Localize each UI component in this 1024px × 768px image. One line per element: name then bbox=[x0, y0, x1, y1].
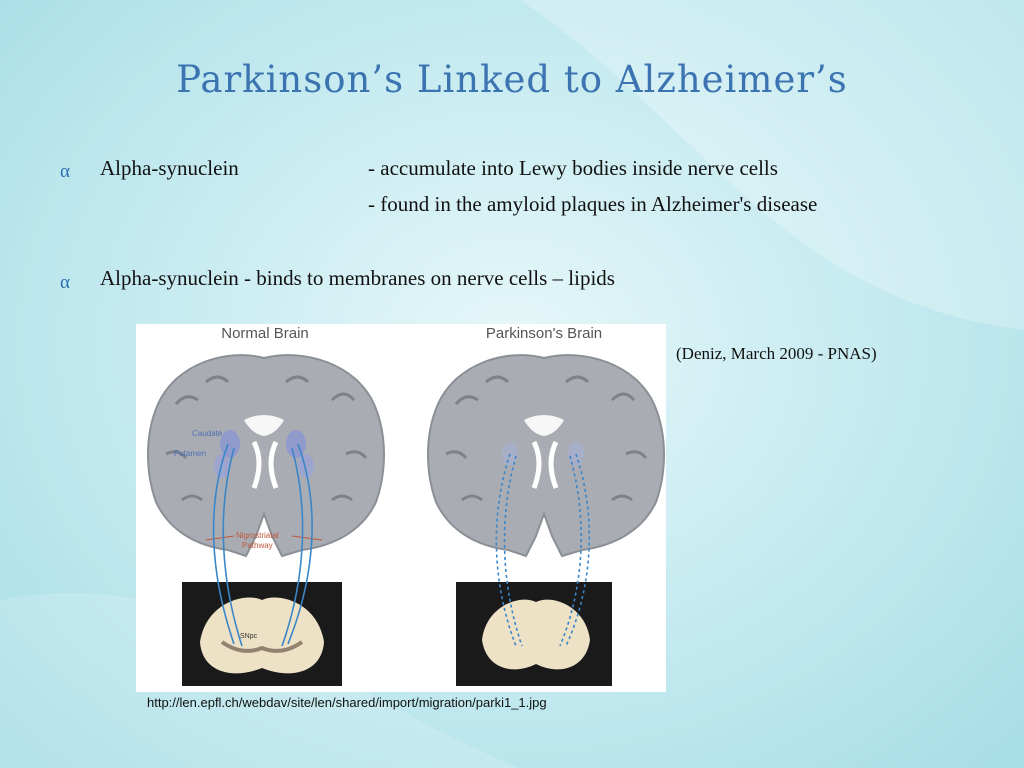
parkinsons-brain-section bbox=[427, 354, 665, 558]
label-caudate: Caudate bbox=[192, 429, 223, 438]
bullet1-line1: - accumulate into Lewy bodies inside ner… bbox=[368, 156, 778, 180]
slide-title: Parkinson’s Linked to Alzheimer’s bbox=[176, 58, 848, 101]
bullet-marker-1: α bbox=[60, 161, 70, 182]
label-putamen: Putamen bbox=[174, 449, 206, 458]
parkinsons-midbrain-photo bbox=[456, 582, 612, 686]
image-source-url[interactable]: http://len.epfl.ch/webdav/site/len/share… bbox=[147, 695, 547, 710]
normal-brain-section: Caudate Putamen Nigrostriatal Pathway bbox=[147, 354, 385, 558]
label-pathway-line1: Nigrostriatal bbox=[236, 531, 279, 540]
bullet1-line2: - found in the amyloid plaques in Alzhei… bbox=[368, 192, 818, 216]
label-pathway-line2: Pathway bbox=[242, 541, 273, 550]
citation: (Deniz, March 2009 - PNAS) bbox=[676, 344, 877, 363]
bullet1-term: Alpha-synuclein bbox=[100, 156, 239, 180]
bullet2-text: Alpha-synuclein - binds to membranes on … bbox=[100, 266, 615, 290]
brain-figure-svg: Normal Brain Parkinson's Brain Caudate P… bbox=[147, 325, 665, 686]
label-snpc: SNpc bbox=[240, 633, 258, 640]
normal-midbrain-photo: SNpc bbox=[182, 582, 342, 686]
brain-comparison-figure: Normal Brain Parkinson's Brain Caudate P… bbox=[136, 324, 666, 692]
label-normal-brain: Normal Brain bbox=[221, 325, 309, 342]
bullet-marker-2: α bbox=[60, 272, 70, 293]
nigrostriatal-fibres bbox=[212, 443, 591, 647]
label-parkinsons-brain: Parkinson's Brain bbox=[486, 325, 602, 342]
